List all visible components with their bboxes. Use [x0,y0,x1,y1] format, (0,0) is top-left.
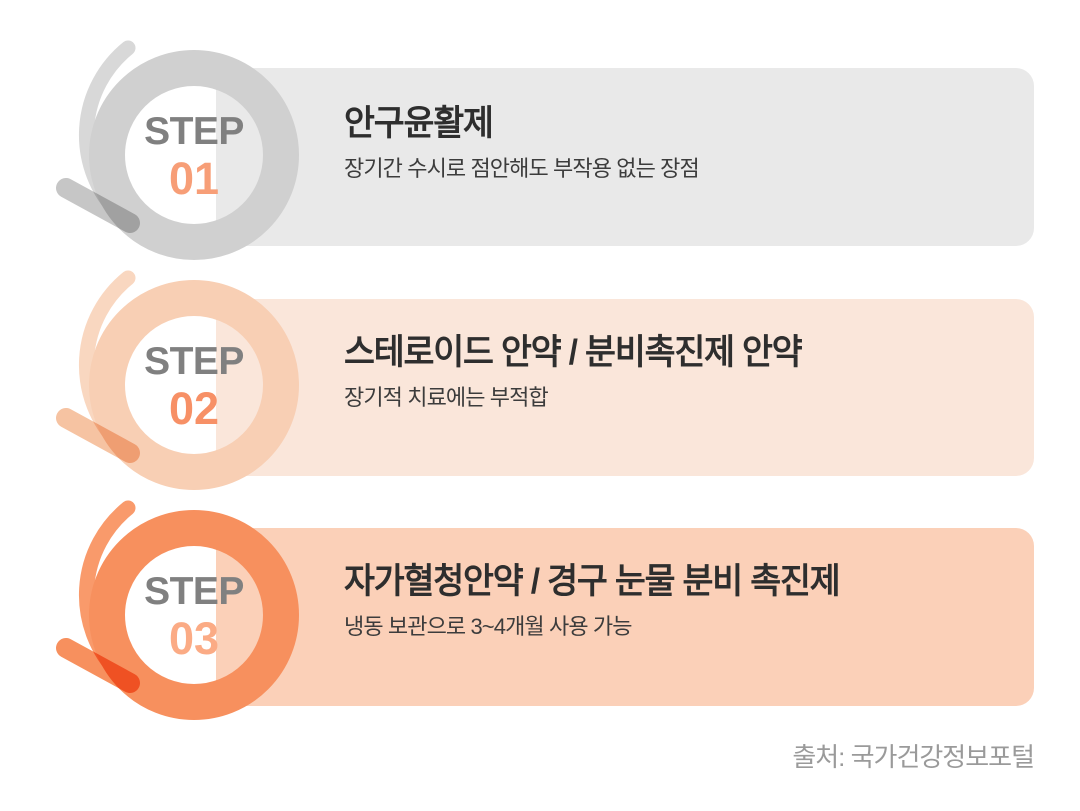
step-panel-3: 자가혈청안약 / 경구 눈물 분비 촉진제 냉동 보관으로 3~4개월 사용 가… [216,528,1034,706]
step-2-title: 스테로이드 안약 / 분비촉진제 안약 [344,333,803,372]
decorative-dash-icon [56,178,140,233]
decorative-arc-icon [78,40,136,221]
decorative-dash-icon [56,638,140,693]
step-panel-1-text: 안구윤활제 장기간 수시로 점안해도 부작용 없는 장점 [344,104,1010,183]
decorative-arc-icon [78,500,136,681]
step-1-description: 장기간 수시로 점안해도 부작용 없는 장점 [344,156,700,182]
decorative-arc-icon [78,270,136,451]
decorative-dash-icon [56,408,140,463]
step-panel-1: 안구윤활제 장기간 수시로 점안해도 부작용 없는 장점 [216,68,1034,246]
step-3-description: 냉동 보관으로 3~4개월 사용 가능 [344,614,632,640]
step-1-title: 안구윤활제 [344,104,494,143]
step-panel-2-text: 스테로이드 안약 / 분비촉진제 안약 장기적 치료에는 부적합 [344,333,1010,412]
step-panel-3-text: 자가혈청안약 / 경구 눈물 분비 촉진제 냉동 보관으로 3~4개월 사용 가… [344,562,1010,641]
step-2-description: 장기적 치료에는 부적합 [344,385,549,411]
source-credit: 출처: 국가건강정보포털 [792,742,1035,772]
step-3-title: 자가혈청안약 / 경구 눈물 분비 촉진제 [344,562,841,601]
step-panel-2: 스테로이드 안약 / 분비촉진제 안약 장기적 치료에는 부적합 [216,299,1034,476]
